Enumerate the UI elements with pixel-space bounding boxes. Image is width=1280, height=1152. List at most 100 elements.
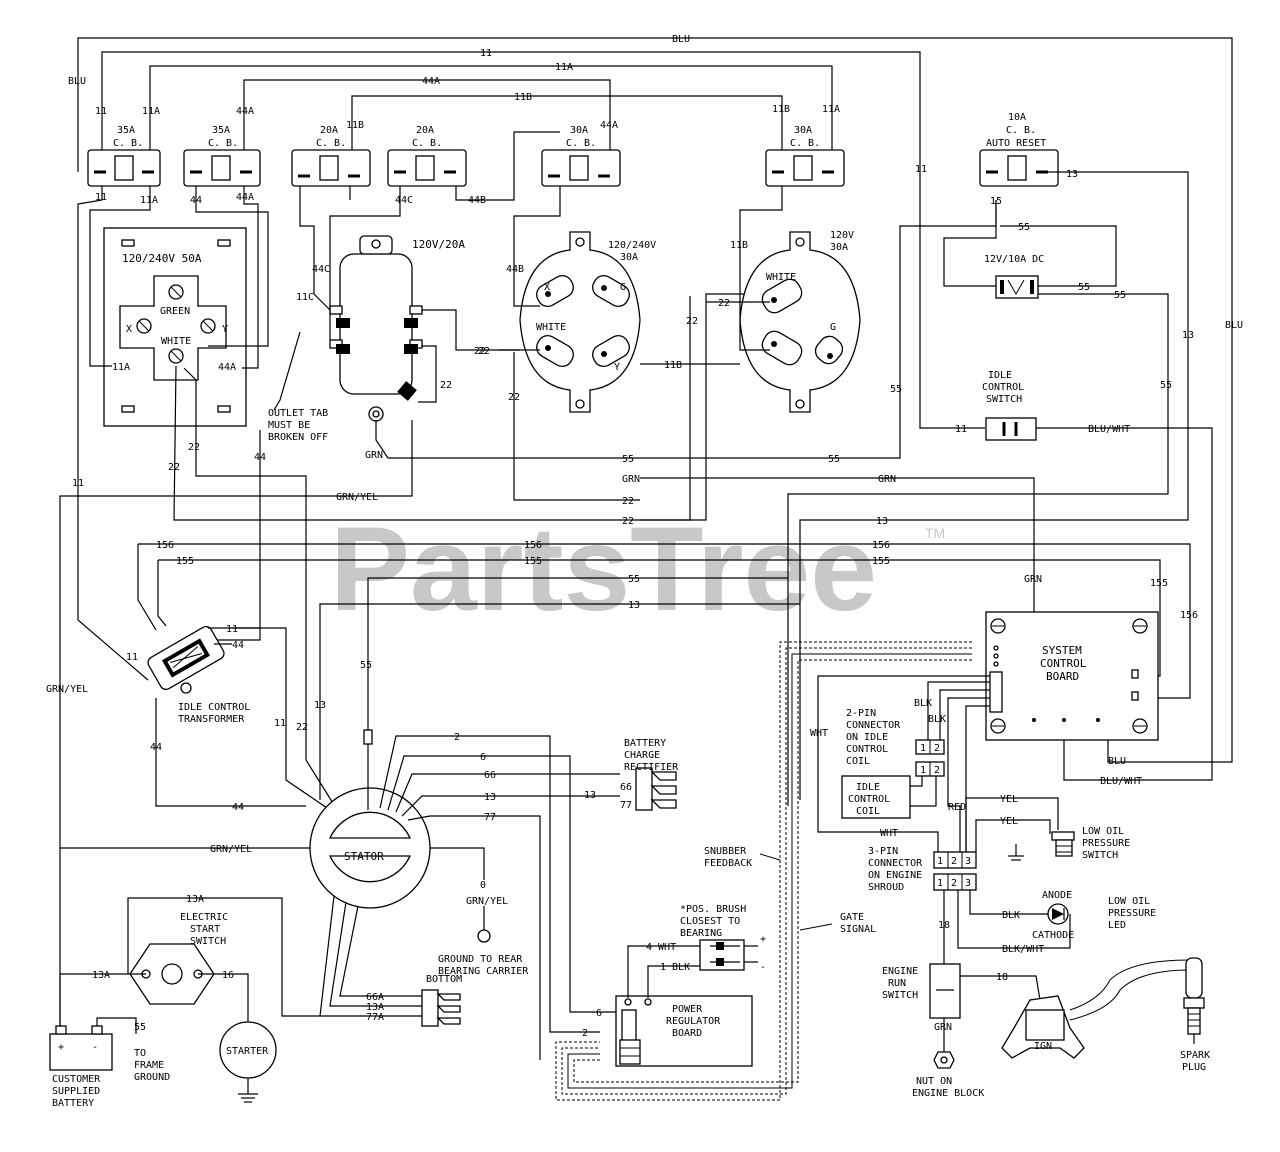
svg-text:LED: LED (1108, 920, 1126, 931)
engine-run-switch: 18 18 GRN ENGINE RUN SWITCH NUT ON ENGIN… (882, 890, 1041, 1099)
svg-text:55: 55 (622, 454, 634, 465)
breaker-20a-first: 20A C. B. (291, 125, 371, 187)
outlet-120v-30a: 120V 30A WHITE G (739, 230, 861, 413)
svg-text:1: 1 (920, 765, 926, 776)
svg-text:1: 1 (937, 878, 943, 889)
svg-text:BLU/WHT: BLU/WHT (1088, 424, 1130, 435)
svg-text:GROUND: GROUND (134, 1072, 170, 1083)
svg-text:BOARD: BOARD (1046, 670, 1079, 683)
idle-control-switch: IDLE CONTROL SWITCH 11 BLU/WHT BLU/WHT B… (955, 370, 1213, 787)
svg-text:1: 1 (920, 743, 926, 754)
svg-text:GRN/YEL: GRN/YEL (466, 896, 508, 907)
svg-text:COIL: COIL (856, 806, 880, 817)
two-pin-connector: 1 2 1 2 2-PIN CONNECTOR ON IDLE CONTROL … (846, 708, 945, 777)
svg-text:11: 11 (126, 652, 138, 663)
svg-text:22: 22 (478, 346, 490, 357)
svg-text:18: 18 (996, 972, 1008, 983)
stator: STATOR 2 6 66 13 77 0 GRN/YEL GROUND TO … (309, 729, 620, 1060)
svg-text:GRN: GRN (622, 474, 640, 485)
svg-text:CUSTOMER: CUSTOMER (52, 1074, 101, 1085)
svg-text:44C: 44C (395, 195, 413, 206)
svg-text:13: 13 (1066, 169, 1078, 180)
idle-control-transformer: 11 44 11 IDLE CONTROL TRANSFORMER 44 44 … (126, 624, 331, 813)
svg-text:22: 22 (508, 392, 520, 403)
svg-text:CLOSEST TO: CLOSEST TO (680, 916, 740, 927)
svg-text:GRN: GRN (934, 1022, 952, 1033)
svg-text:44A: 44A (218, 362, 236, 373)
svg-text:SUPPLIED: SUPPLIED (52, 1086, 100, 1097)
svg-text:2: 2 (951, 878, 957, 889)
svg-text:44A: 44A (422, 76, 440, 87)
svg-text:11: 11 (72, 478, 84, 489)
svg-text:11: 11 (955, 424, 967, 435)
svg-text:2: 2 (454, 732, 460, 743)
svg-text:PLUG: PLUG (1182, 1062, 1206, 1073)
wires-156-155: 156 156 156 155 155 155 155 156 (137, 540, 1198, 699)
svg-text:11: 11 (274, 718, 286, 729)
breaker-30a-first: 30A C. B. (541, 125, 621, 187)
svg-text:C. B.: C. B. (1006, 125, 1036, 136)
svg-text:PRESSURE: PRESSURE (1082, 838, 1130, 849)
watermark: PartsTree TM (330, 502, 945, 636)
svg-text:2: 2 (934, 765, 940, 776)
low-oil-pressure-switch: YEL YEL LOW OIL PRESSURE SWITCH (965, 794, 1130, 861)
starter-motor: STARTER (219, 1021, 277, 1103)
svg-text:CONTROL: CONTROL (1040, 657, 1087, 670)
svg-text:START: START (190, 924, 220, 935)
svg-text:COIL: COIL (846, 756, 870, 767)
svg-text:77: 77 (620, 800, 632, 811)
svg-text:20A: 20A (416, 125, 434, 136)
svg-text:55: 55 (1018, 222, 1030, 233)
svg-text:77A: 77A (366, 1012, 384, 1023)
svg-text:BLK: BLK (1002, 910, 1020, 921)
svg-text:BLU: BLU (1225, 320, 1243, 331)
svg-text:11: 11 (915, 164, 927, 175)
svg-text:4 WHT: 4 WHT (646, 942, 676, 953)
svg-text:ON ENGINE: ON ENGINE (868, 870, 922, 881)
outlet-50a: 120/240V 50A GREEN X Y WHITE 11A 44A (103, 227, 247, 427)
svg-text:Y: Y (222, 324, 228, 335)
svg-text:2: 2 (582, 1028, 588, 1039)
svg-text:11B: 11B (664, 360, 682, 371)
svg-text:GRN/YEL: GRN/YEL (336, 492, 378, 503)
svg-text:PartsTree: PartsTree (330, 502, 877, 636)
svg-text:CONNECTOR: CONNECTOR (868, 858, 923, 869)
svg-text:CONNECTOR: CONNECTOR (846, 720, 901, 731)
svg-text:55: 55 (628, 574, 640, 585)
svg-text:11A: 11A (140, 195, 158, 206)
svg-text:13A: 13A (366, 1002, 384, 1013)
svg-text:ANODE: ANODE (1042, 890, 1072, 901)
svg-text:CONTROL: CONTROL (982, 382, 1024, 393)
svg-text:66: 66 (484, 770, 496, 781)
svg-text:WHITE: WHITE (161, 336, 191, 347)
svg-text:BLU: BLU (68, 76, 86, 87)
svg-text:0: 0 (480, 880, 486, 891)
svg-text:22: 22 (188, 442, 200, 453)
svg-text:ELECTRIC: ELECTRIC (180, 912, 228, 923)
breaker-10a-auto-reset: 10A C. B. AUTO RESET 13 15 (979, 112, 1078, 207)
svg-text:GRN: GRN (878, 474, 896, 485)
svg-text:BLK/WHT: BLK/WHT (1002, 944, 1044, 955)
svg-text:155: 155 (1150, 578, 1168, 589)
svg-text:11B: 11B (514, 92, 532, 103)
svg-text:44: 44 (150, 742, 162, 753)
svg-text:BLU: BLU (1108, 756, 1126, 767)
idle-control-coil: IDLE CONTROL COIL (841, 775, 937, 819)
svg-text:-: - (760, 962, 766, 973)
svg-text:120/240V 50A: 120/240V 50A (122, 252, 202, 265)
svg-text:13: 13 (484, 792, 496, 803)
svg-text:13: 13 (314, 700, 326, 711)
svg-text:AUTO RESET: AUTO RESET (986, 138, 1046, 149)
svg-text:FRAME: FRAME (134, 1060, 164, 1071)
svg-text:155: 155 (176, 556, 194, 567)
svg-text:35A: 35A (117, 125, 135, 136)
svg-text:NUT ON: NUT ON (916, 1076, 952, 1087)
svg-text:22: 22 (686, 316, 698, 327)
svg-text:44: 44 (232, 802, 244, 813)
breaker-30a-second: 30A C. B. (765, 125, 845, 187)
svg-text:CATHODE: CATHODE (1032, 930, 1074, 941)
svg-text:11A: 11A (822, 104, 840, 115)
svg-text:44A: 44A (600, 120, 618, 131)
svg-text:CONTROL: CONTROL (846, 744, 888, 755)
svg-text:30A: 30A (570, 125, 588, 136)
